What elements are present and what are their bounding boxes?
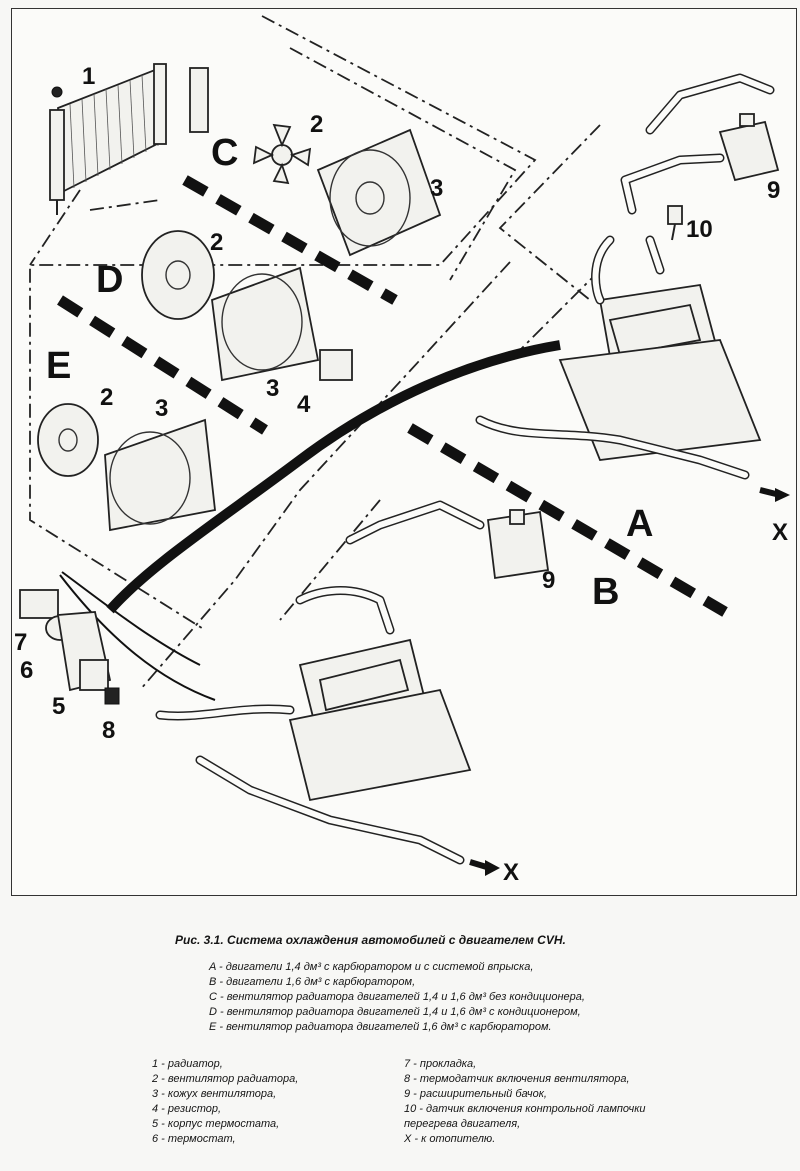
radiator [49, 63, 209, 215]
section-label-c: C [211, 132, 238, 174]
engine-a [475, 235, 790, 502]
variant-d: D - вентилятор радиатора двигателей 1,4 … [209, 1006, 581, 1018]
callout-3-e: 3 [155, 395, 168, 422]
variant-a: A - двигатели 1,4 дм³ с карбюратором и с… [209, 961, 534, 973]
engine-b [155, 500, 550, 876]
callout-2-d: 2 [210, 229, 223, 256]
dashdot-guides [29, 15, 601, 691]
callout-2-c: 2 [310, 111, 323, 138]
caption-title: Рис. 3.1. Система охлаждения автомобилей… [175, 933, 566, 947]
variant-e: E - вентилятор радиатора двигателей 1,6 … [209, 1021, 552, 1033]
legend-item-10: 10 - датчик включения контрольной лампоч… [404, 1103, 646, 1115]
section-label-d: D [96, 259, 123, 301]
legend-item-9: 9 - расширительный бачок, [404, 1088, 547, 1100]
thermostat-housing [19, 589, 120, 705]
callout-3-c: 3 [430, 175, 443, 202]
callout-5: 5 [52, 693, 65, 720]
detail-arc-2 [59, 574, 216, 701]
callout-9-upper: 9 [767, 177, 780, 204]
callout-7: 7 [14, 629, 27, 656]
callout-1: 1 [82, 63, 95, 90]
cooling-system-diagram: C D E A B 1 2 2 2 3 3 3 4 5 6 7 8 9 9 10… [14, 15, 790, 886]
section-label-b: B [592, 571, 619, 613]
main-coolant-pipe [106, 340, 561, 614]
fan-assembly-e [37, 403, 216, 532]
heater-label-b: X [503, 859, 519, 886]
legend-item-5: 5 - корпус термостата, [152, 1118, 280, 1130]
callout-3-d: 3 [266, 375, 279, 402]
callout-10: 10 [686, 216, 713, 243]
callouts: C D E A B 1 2 2 2 3 3 3 4 5 6 7 8 9 9 10… [14, 63, 788, 886]
section-label-a: A [626, 503, 653, 545]
detail-arc [61, 571, 201, 666]
legend-item-3: 3 - кожух вентилятора, [152, 1088, 277, 1100]
callout-9-lower: 9 [542, 567, 555, 594]
fan-assembly-c [252, 123, 442, 257]
legend-item-8: 8 - термодатчик включения вентилятора, [404, 1073, 630, 1085]
legend-item-x: X - к отопителю. [404, 1133, 496, 1145]
legend-item-7: 7 - прокладка, [404, 1058, 477, 1070]
legend-item-6: 6 - термостат, [152, 1133, 236, 1145]
heater-label-a: X [772, 519, 788, 546]
legend-item-4: 4 - резистор, [152, 1103, 222, 1115]
callout-8: 8 [102, 717, 115, 744]
legend-item-2: 2 - вентилятор радиатора, [152, 1073, 299, 1085]
warning-sensor [667, 205, 683, 241]
legend-item-10-cont: перегрева двигателя, [404, 1118, 521, 1130]
callout-6: 6 [20, 657, 33, 684]
section-separators [57, 175, 728, 617]
callout-2-e: 2 [100, 384, 113, 411]
variant-c: C - вентилятор радиатора двигателей 1,4 … [209, 991, 585, 1003]
expansion-tank-upper [620, 73, 780, 215]
variant-b: B - двигатели 1,6 дм³ с карбюратором, [209, 976, 416, 988]
section-label-e: E [46, 345, 71, 387]
legend-item-1: 1 - радиатор, [152, 1058, 223, 1070]
fan-assembly-d [141, 230, 353, 382]
callout-4: 4 [297, 391, 311, 418]
